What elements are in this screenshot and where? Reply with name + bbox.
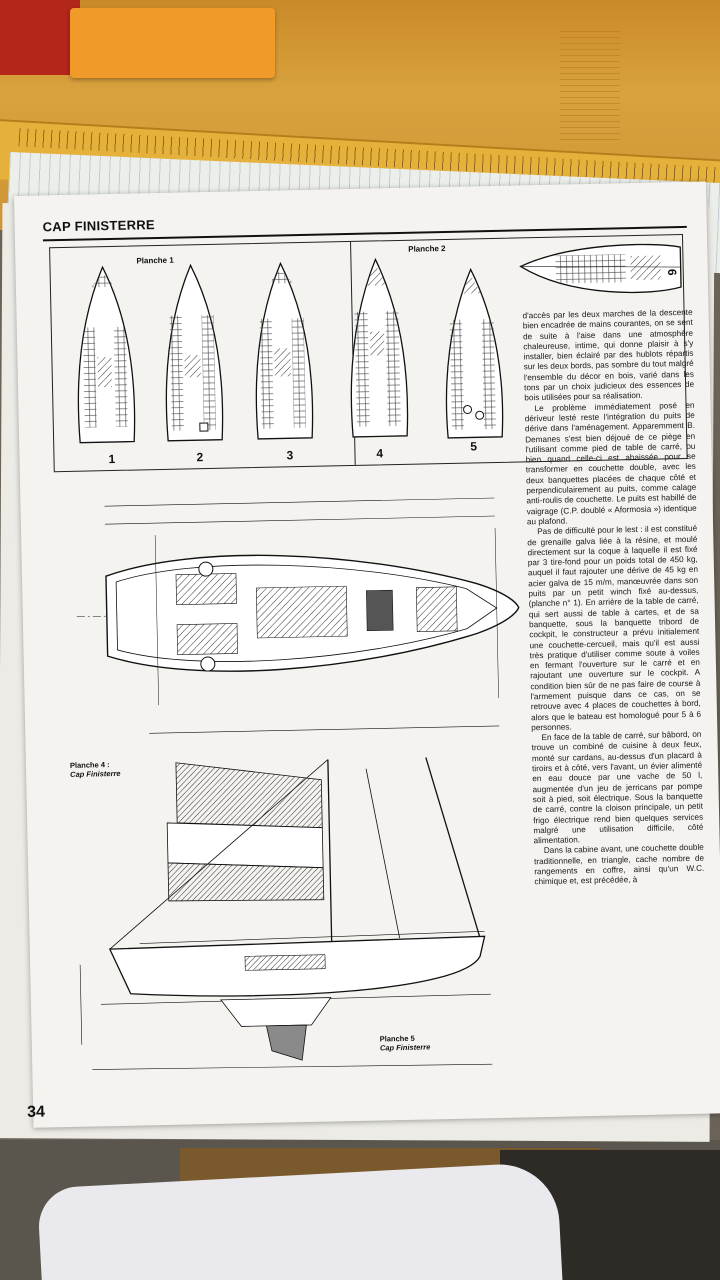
article-paragraph: d'accès par les deux marches de la desce… <box>522 307 695 403</box>
article-paragraph: En face de la table de carré, sur bâbord… <box>531 729 704 846</box>
hull-number: 2 <box>196 450 204 465</box>
hull-number: 1 <box>108 451 116 467</box>
plan5-sublabel: Cap Finisterre <box>379 1042 431 1053</box>
hull-plan-2 <box>165 263 224 442</box>
article-column: d'accès par les deux marches de la desce… <box>523 308 705 888</box>
page-number: 34 <box>27 1103 46 1121</box>
article-paragraph: Le problème immédiatement posé en dérive… <box>524 400 697 527</box>
article-paragraph: Pas de difficulté pour le lest : il est … <box>527 524 702 733</box>
page-title: CAP FINISTERRE <box>42 217 156 235</box>
deck-plan-drawing <box>76 497 520 734</box>
red-object <box>0 0 80 75</box>
hull-number: 4 <box>376 446 384 461</box>
hull-plan-1 <box>77 265 136 444</box>
plan5-caption: Planche 5 Cap Finisterre <box>379 1033 431 1053</box>
side-index-number: 6 <box>665 268 680 276</box>
hull-plan-5 <box>445 267 504 439</box>
hull-number: 3 <box>286 448 294 463</box>
hull-plan-4 <box>350 257 409 438</box>
orange-ruler-handle <box>70 8 275 78</box>
hull-plan-6-side <box>519 243 682 294</box>
hull-number: 5 <box>470 439 478 454</box>
ruler-markings <box>560 30 620 140</box>
plates-panel: Planche 1 Planche 2 <box>49 233 688 473</box>
hull-layouts-drawing <box>77 243 682 444</box>
sail-plan-drawing <box>79 757 493 1070</box>
hull-plan-3 <box>255 261 314 440</box>
article-paragraph: Dans la cabine avant, une couchette doub… <box>533 843 705 887</box>
magazine-page: CAP FINISTERRE Planche 1 Planche 2 <box>14 181 720 1128</box>
